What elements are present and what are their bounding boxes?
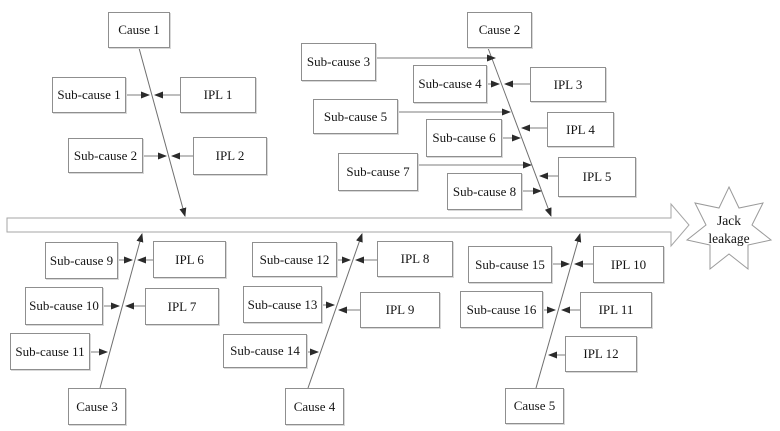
cause-3-box: Cause 3 — [68, 388, 126, 425]
cause-5-branch-line — [535, 233, 582, 389]
sub-cause-1-box: Sub-cause 1 — [52, 77, 126, 113]
cause-1-branch-line — [138, 47, 187, 217]
sub-cause-7-box: Sub-cause 7 — [338, 153, 418, 191]
cause-4-branch-line — [307, 233, 363, 389]
ipl-3-box: IPL 3 — [530, 67, 606, 102]
ipl-5-box: IPL 5 — [558, 157, 636, 197]
spine-arrow — [6, 202, 690, 248]
cause-5-box: Cause 5 — [505, 388, 564, 424]
sub-cause-3-box: Sub-cause 3 — [301, 43, 376, 81]
cause-2-box: Cause 2 — [467, 12, 532, 48]
sub-cause-16-box: Sub-cause 16 — [460, 291, 543, 328]
ipl-2-box: IPL 2 — [193, 137, 267, 175]
ipl-7-box: IPL 7 — [145, 288, 219, 325]
ipl-1-box: IPL 1 — [180, 77, 256, 113]
sub-cause-2-box: Sub-cause 2 — [68, 138, 143, 173]
cause-3-branch-line — [99, 233, 144, 389]
ipl-4-box: IPL 4 — [547, 112, 614, 147]
sub-cause-12-box: Sub-cause 12 — [252, 242, 337, 277]
sub-cause-8-box: Sub-cause 8 — [447, 173, 522, 210]
ipl-6-box: IPL 6 — [153, 241, 226, 278]
sub-cause-9-box: Sub-cause 9 — [45, 242, 118, 279]
ipl-12-box: IPL 12 — [565, 336, 637, 372]
effect-star-label: Jack leakage — [708, 212, 750, 246]
ipl-11-box: IPL 11 — [580, 292, 652, 328]
cause-1-box: Cause 1 — [108, 12, 170, 48]
sub-cause-5-box: Sub-cause 5 — [313, 99, 398, 134]
sub-cause-11-box: Sub-cause 11 — [10, 333, 90, 370]
sub-cause-10-box: Sub-cause 10 — [25, 287, 103, 325]
sub-cause-15-box: Sub-cause 15 — [468, 246, 552, 283]
sub-cause-14-box: Sub-cause 14 — [223, 334, 307, 368]
cause-4-box: Cause 4 — [285, 388, 344, 425]
ipl-9-box: IPL 9 — [360, 292, 440, 328]
sub-cause-13-box: Sub-cause 13 — [243, 286, 322, 323]
ipl-8-box: IPL 8 — [377, 241, 453, 277]
sub-cause-4-box: Sub-cause 4 — [413, 65, 487, 103]
sub-cause-6-box: Sub-cause 6 — [426, 119, 502, 157]
ipl-10-box: IPL 10 — [593, 246, 664, 283]
effect-star — [685, 185, 773, 271]
